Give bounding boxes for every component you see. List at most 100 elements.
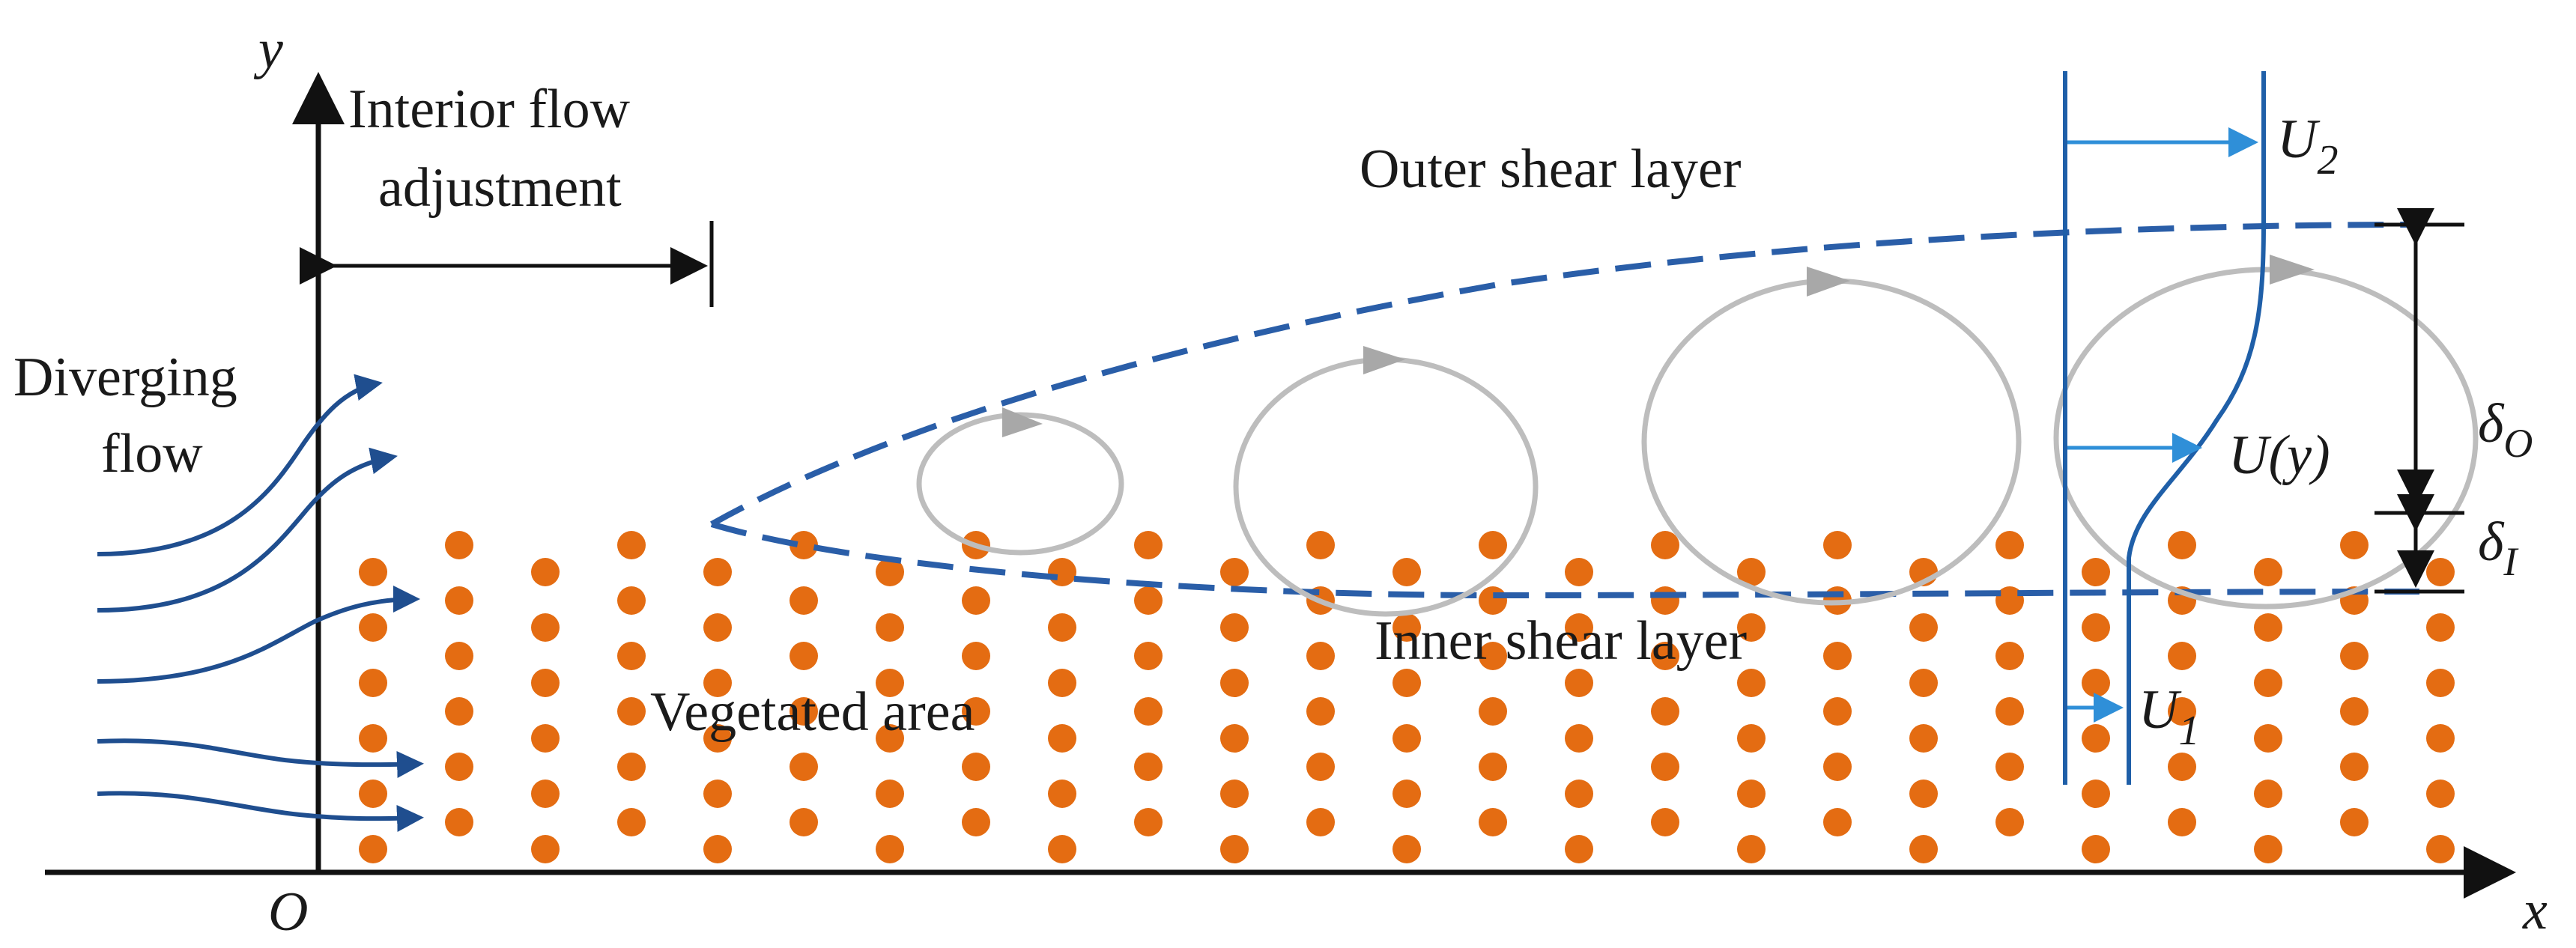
vegetation-stem-dot (617, 808, 646, 836)
vegetation-stem-dot (445, 642, 473, 670)
vortex-3-arrow (1807, 267, 1850, 297)
vegetation-stem-dot (1306, 697, 1335, 726)
vegetation-stem-dot (1909, 780, 1938, 808)
vegetation-stem-dot (445, 808, 473, 836)
vegetation-stem-dot (1134, 586, 1163, 615)
vegetation-stem-dot (2426, 669, 2455, 697)
vegetation-stem-dot (2340, 531, 2369, 559)
vegetation-stem-dot (2168, 642, 2196, 670)
vegetation-stem-dot (1392, 558, 1421, 586)
vegetation-stem-dot (1737, 835, 1766, 863)
vegetation-stem-dot (445, 697, 473, 726)
vegetation-stem-dot (359, 669, 387, 697)
vortex-direction-arrows (1002, 255, 2315, 437)
vegetation-stem-dot (1134, 753, 1163, 781)
vegetation-stem-dot (1737, 613, 1766, 642)
vegetation-stem-dot (617, 697, 646, 726)
vegetation-stem-dot (2426, 724, 2455, 753)
vegetation-stem-dot (1220, 558, 1249, 586)
uy-label: U(y) (2228, 425, 2330, 486)
vegetation-stem-dot (1909, 835, 1938, 863)
vegetation-stem-dot (359, 613, 387, 642)
vegetation-stem-dot (2254, 724, 2282, 753)
vegetation-stem-dot (359, 724, 387, 753)
u2-label: U2 (2277, 109, 2338, 183)
vegetation-stem-dot (1823, 531, 1852, 559)
vegetation-stem-dot (1048, 835, 1076, 863)
vegetation-stem-dot (703, 669, 732, 697)
vegetation-stem-dot (703, 724, 732, 753)
vegetation-stems (359, 531, 2455, 863)
vortex-2-arrow (1363, 346, 1405, 374)
streamline-3 (97, 586, 420, 684)
vegetation-stem-dot (1220, 613, 1249, 642)
vegetation-stem-dot (2426, 613, 2455, 642)
vegetation-stem-dot (1306, 642, 1335, 670)
vegetation-stem-dot (1565, 613, 1593, 642)
vegetation-stem-dot (531, 724, 560, 753)
vegetation-stem-dot (1995, 642, 2024, 670)
vegetation-stem-dot (2082, 835, 2110, 863)
vegetation-stem-dot (1995, 808, 2024, 836)
vegetation-stem-dot (2168, 808, 2196, 836)
vegetation-stem-dot (1479, 531, 1507, 559)
interior-flow-label-line2: adjustment (378, 157, 622, 219)
vegetation-stem-dot (1737, 724, 1766, 753)
vegetation-stem-dot (2082, 724, 2110, 753)
vegetation-stem-dot (2254, 613, 2282, 642)
vortex-2 (1233, 356, 1539, 617)
vegetation-stem-dot (1565, 669, 1593, 697)
vortex-4 (2053, 267, 2479, 610)
x-axis-label: x (2522, 880, 2548, 941)
vegetation-stem-dot (876, 558, 904, 586)
vortex-1 (916, 412, 1124, 556)
vegetation-stem-dot (1392, 724, 1421, 753)
vegetation-stem-dot (1909, 613, 1938, 642)
vegetation-stem-dot (445, 753, 473, 781)
vegetation-stem-dot (962, 808, 990, 836)
vegetation-stem-dot (1651, 753, 1679, 781)
vegetation-stem-dot (1823, 808, 1852, 836)
vegetation-stem-dot (1565, 558, 1593, 586)
delta-i-label: δI (2478, 511, 2519, 584)
vegetation-stem-dot (2426, 835, 2455, 863)
vegetation-stem-dot (1306, 753, 1335, 781)
vegetation-stem-dot (1392, 835, 1421, 863)
interior-flow-label-line1: Interior flow (348, 79, 631, 140)
vegetation-stem-dot (2254, 835, 2282, 863)
vegetation-stem-dot (703, 835, 732, 863)
streamline-2 (97, 447, 398, 613)
vegetation-stem-dot (1909, 669, 1938, 697)
delta-o-label: δO (2478, 393, 2533, 466)
vegetation-stem-dot (617, 642, 646, 670)
vegetation-stem-dot (2082, 558, 2110, 586)
vegetation-stem-dot (1737, 669, 1766, 697)
vegetation-stem-dot (790, 586, 818, 615)
vegetation-stem-dot (1995, 531, 2024, 559)
vegetation-stem-dot (703, 780, 732, 808)
vegetation-stem-dot (531, 558, 560, 586)
vegetation-stem-dot (1995, 697, 2024, 726)
vegetation-stem-dot (1995, 753, 2024, 781)
vegetation-stem-dot (531, 613, 560, 642)
vegetated-area-label: Vegetated area (650, 681, 975, 743)
vegetation-stem-dot (1220, 780, 1249, 808)
vegetation-stem-dot (2340, 808, 2369, 836)
vegetation-stem-dot (531, 780, 560, 808)
velocity-profile-curve (2127, 71, 2266, 785)
diverging-streamlines (97, 374, 424, 832)
vegetation-stem-dot (617, 586, 646, 615)
vegetation-stem-dot (1565, 835, 1593, 863)
vegetation-stem-dot (2082, 780, 2110, 808)
vegetation-stem-dot (876, 835, 904, 863)
vegetation-stem-dot (1392, 780, 1421, 808)
vegetation-stem-dot (531, 669, 560, 697)
vegetation-stem-dot (1823, 753, 1852, 781)
streamline-4 (97, 738, 424, 778)
vegetation-stem-dot (2340, 753, 2369, 781)
vegetation-stem-dot (962, 642, 990, 670)
vegetation-stem-dot (2254, 780, 2282, 808)
vegetation-stem-dot (1306, 531, 1335, 559)
vegetation-stem-dot (1651, 642, 1679, 670)
vegetation-stem-dot (2254, 669, 2282, 697)
